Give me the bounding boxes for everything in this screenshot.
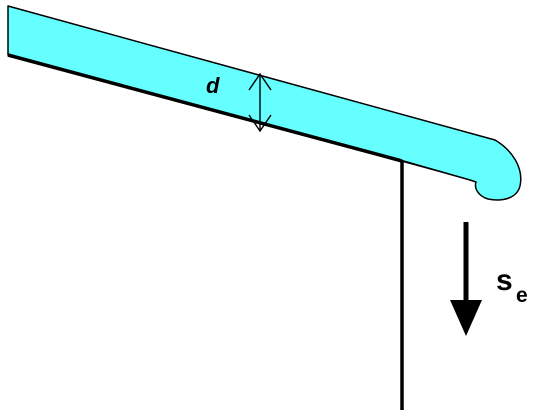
- settlement-arrow: [450, 222, 482, 336]
- settlement-label: s: [496, 264, 513, 297]
- water-flow: [7, 5, 522, 201]
- nappe-lower-edge: [399, 160, 471, 181]
- depth-label: d: [206, 73, 220, 98]
- settlement-label-subscript: e: [516, 284, 528, 307]
- depth-arrow: [248, 72, 272, 133]
- channel-bed: [7, 53, 403, 163]
